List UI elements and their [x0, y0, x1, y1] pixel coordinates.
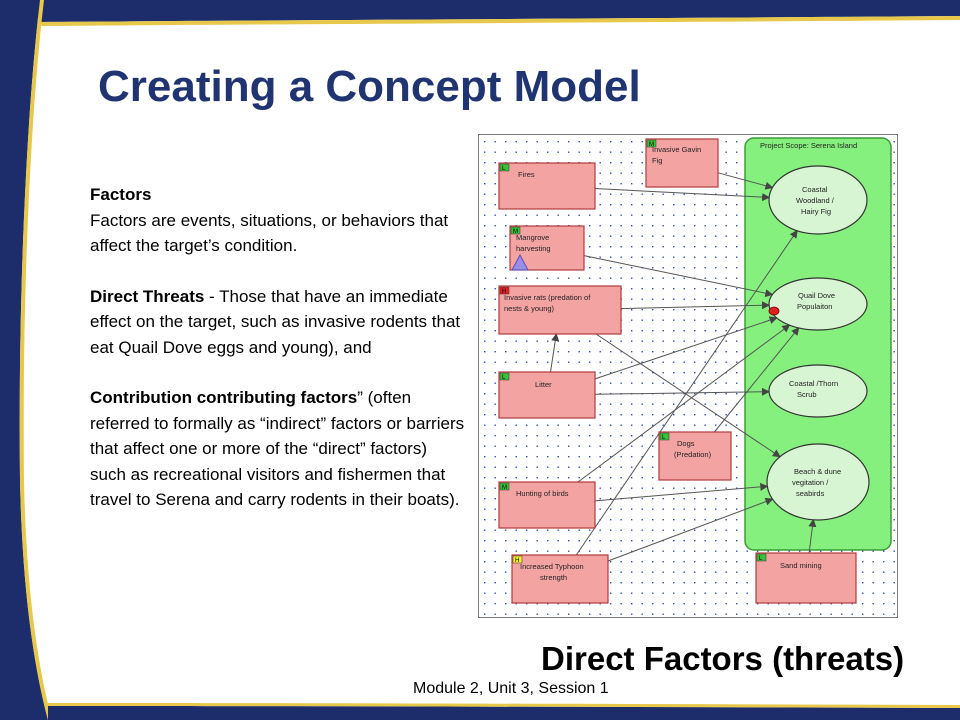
rating-badge — [499, 163, 510, 172]
factor-label: Mangrove — [516, 233, 549, 242]
factor-label: Fig — [652, 156, 662, 165]
target-label: vegitation / — [792, 478, 829, 487]
rating-badge — [512, 555, 523, 564]
direct-threats-text: - Those that have an immediate effect on… — [90, 286, 461, 357]
rating-badge-label: L — [502, 166, 506, 172]
rating-badge — [659, 432, 670, 441]
direct-threats-heading: Direct Threats — [90, 286, 205, 306]
factor-dogs[interactable]: L Dogs (Predation) — [658, 431, 732, 481]
link-dogs-to-quail_dove — [714, 327, 800, 433]
factor-label: Dogs — [677, 439, 695, 448]
contributing-paragraph: Contribution contributing factors” (ofte… — [90, 385, 465, 513]
factor-label: nests & young) — [504, 304, 555, 313]
factor-hunting[interactable]: M Hunting of birds — [498, 481, 596, 529]
link-layer — [550, 172, 817, 562]
slide-subtitle: Direct Factors (threats) — [541, 640, 905, 677]
slide-title: Creating a Concept Model — [98, 62, 641, 111]
rating-badge — [510, 226, 521, 235]
target-beach_dune[interactable]: Beach & dune vegitation / seabirds — [766, 443, 870, 521]
target-label: Populaiton — [797, 302, 832, 311]
target-label: Quail Dove — [798, 291, 835, 300]
factors-text: Factors are events, situations, or behav… — [90, 210, 449, 256]
factor-label: Invasive Gavin — [652, 145, 701, 154]
target-label: Hairy Fig — [801, 207, 831, 216]
factor-label: (Predation) — [674, 450, 712, 459]
target-label: seabirds — [796, 489, 825, 498]
project-scope-label: Project Scope: Serena Island — [760, 141, 857, 150]
rating-badge — [756, 553, 767, 562]
rating-badge-label: H — [502, 289, 506, 295]
link-fires-to-coastal_woodland — [594, 188, 771, 202]
direct-threats-paragraph: Direct Threats - Those that have an imme… — [90, 284, 465, 361]
target-label: Woodland / — [796, 196, 835, 205]
factor-fires[interactable]: L Fires — [498, 162, 596, 210]
factor-label: harvesting — [516, 244, 551, 253]
target-label: Scrub — [797, 390, 817, 399]
rating-badge-label: M — [649, 142, 654, 148]
factor-label: Fires — [518, 170, 535, 179]
concept-model-diagram: Project Scope: Serena IslandLFiresMInvas… — [478, 134, 898, 618]
factor-label: Litter — [535, 380, 552, 389]
body-text: Factors Factors are events, situations, … — [90, 182, 465, 538]
link-hunting-to-quail_dove — [577, 324, 791, 483]
link-typhoon-to-coastal_woodland — [575, 229, 798, 556]
link-gavin-to-coastal_woodland — [717, 172, 774, 190]
project-scope-panel — [744, 137, 892, 551]
rating-badge-label: L — [662, 435, 666, 441]
target-label: Coastal /Thorn — [789, 379, 838, 388]
rating-badge-label: L — [502, 375, 506, 381]
rating-badge-label: L — [759, 556, 763, 562]
slide-footer: Module 2, Unit 3, Session 1 — [413, 680, 609, 697]
factor-label: Hunting of birds — [516, 489, 569, 498]
rating-badge-label: H — [515, 558, 519, 564]
rating-badge — [499, 372, 510, 381]
target-label: Coastal — [802, 185, 828, 194]
target-label: Beach & dune — [794, 467, 841, 476]
factors-paragraph: Factors Factors are events, situations, … — [90, 182, 465, 259]
rating-badge-label: M — [513, 229, 518, 235]
contributing-text: ” (often referred to formally as “indire… — [90, 388, 465, 509]
rating-badge — [646, 139, 657, 148]
factor-label: Sand mining — [780, 561, 822, 570]
link-litter-to-thorn_scrub — [594, 387, 770, 396]
factor-label: Increased Typhoon — [520, 562, 584, 571]
factors-heading: Factors — [90, 185, 152, 204]
link-mangrove-to-quail_dove — [583, 255, 774, 298]
link-hunting-to-beach_dune — [594, 482, 769, 502]
selection-marker-icon — [768, 306, 780, 316]
factor-label: Invasive rats (predation of — [504, 293, 591, 302]
factor-sand[interactable]: L Sand mining — [755, 552, 857, 604]
link-rats-to-quail_dove — [620, 301, 770, 310]
rating-badge-label: M — [502, 485, 507, 491]
link-rats-to-beach_dune — [595, 333, 781, 458]
contributing-heading: Contribution contributing factors — [90, 388, 358, 407]
rating-badge — [499, 482, 510, 491]
link-typhoon-to-beach_dune — [607, 497, 774, 562]
factor-litter[interactable]: L Litter — [498, 371, 596, 419]
triangle-icon — [511, 253, 529, 271]
link-litter-to-quail_dove — [594, 316, 778, 380]
link-sand-to-beach_dune — [808, 518, 817, 554]
rating-badge — [499, 286, 510, 295]
factor-label: strength — [540, 573, 567, 582]
link-litter-to-rats — [550, 333, 560, 373]
